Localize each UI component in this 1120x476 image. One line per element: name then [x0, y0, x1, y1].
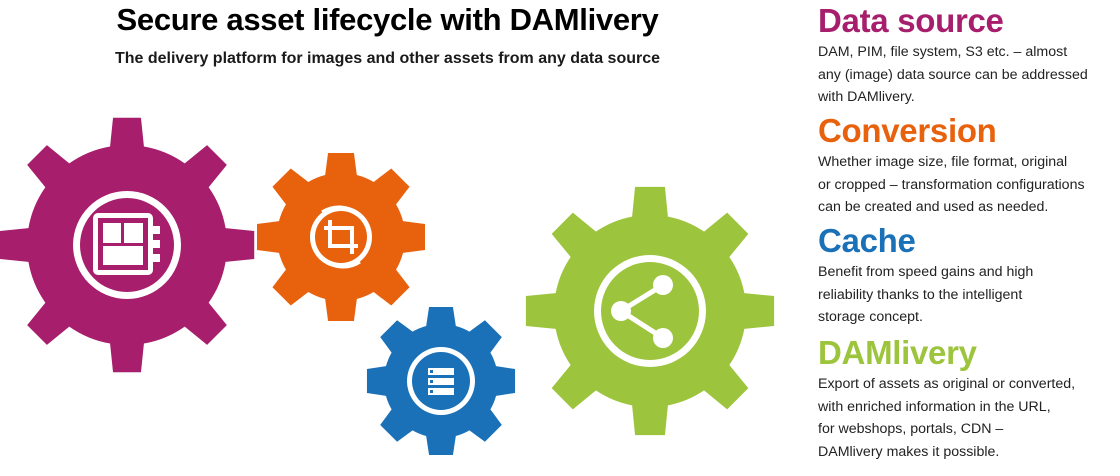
- page-subtitle: The delivery platform for images and oth…: [114, 50, 661, 67]
- description-line: DAM, PIM, file system, S3 etc. – almost: [818, 44, 1068, 60]
- section-description: Benefit from speed gains and high reliab…: [818, 261, 1120, 329]
- section-heading: DAMlivery: [818, 334, 977, 371]
- database-stack-icon: [428, 368, 454, 395]
- page-title: Secure asset lifecycle with DAMlivery: [116, 2, 659, 37]
- gear-damlivery: [525, 186, 775, 436]
- crop-rotate-icon: [321, 205, 361, 269]
- section-conversion: Conversion Whether image size, file form…: [818, 113, 1120, 219]
- section-description: Export of assets as original or converte…: [818, 373, 1120, 463]
- server-board-icon: [93, 213, 160, 275]
- description-line: can be created and used as needed.: [818, 199, 1049, 215]
- gear-data-source: [0, 117, 255, 373]
- description-line: DAMlivery makes it possible.: [818, 443, 1000, 460]
- description-line: Whether image size, file format, origina…: [818, 154, 1068, 170]
- section-damlivery: DAMlivery Export of assets as original o…: [818, 335, 1120, 463]
- description-line: for webshops, portals, CDN –: [818, 421, 1004, 437]
- description-line: with enriched information in the URL,: [818, 398, 1051, 415]
- section-cache: Cache Benefit from speed gains and high …: [818, 223, 1120, 329]
- description-line: with DAMlivery.: [818, 89, 915, 105]
- section-heading: Cache: [818, 222, 916, 259]
- section-heading: Conversion: [818, 112, 997, 149]
- description-line: reliability thanks to the intelligent: [818, 286, 1023, 303]
- gears-illustration: [0, 117, 775, 456]
- description-line: or cropped – transformation configuratio…: [818, 176, 1085, 193]
- description-line: storage concept.: [818, 309, 923, 325]
- description-line: Export of assets as original or converte…: [818, 376, 1076, 392]
- description-line: any (image) data source can be addressed: [818, 66, 1088, 83]
- section-description: DAM, PIM, file system, S3 etc. – almost …: [818, 41, 1120, 109]
- section-heading: Data source: [818, 2, 1004, 39]
- section-description: Whether image size, file format, origina…: [818, 151, 1120, 219]
- gear-cache: [366, 306, 516, 456]
- section-data-source: Data source DAM, PIM, file system, S3 et…: [818, 3, 1120, 109]
- description-line: Benefit from speed gains and high: [818, 264, 1034, 280]
- share-icon: [611, 275, 673, 348]
- gear-conversion: [256, 152, 426, 322]
